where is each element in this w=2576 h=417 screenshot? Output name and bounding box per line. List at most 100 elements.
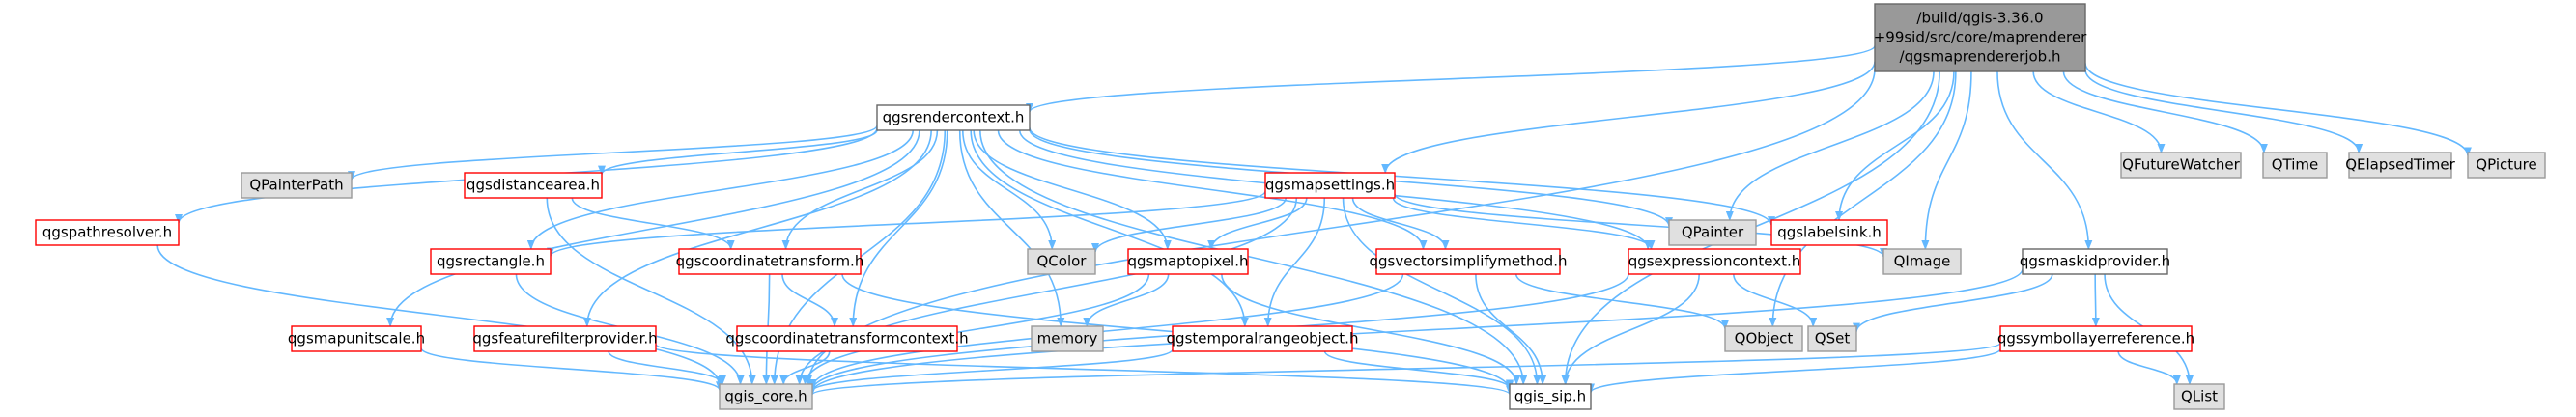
edge-maskidprovider-to-symbollayerref <box>2091 273 2100 327</box>
node-box-qelapsedtimer <box>2348 152 2452 179</box>
node-root[interactable]: /build/qgis-3.36.0 +99sid/src/core/mapren… <box>1874 3 2087 72</box>
node-label-qimage: QImage <box>1894 253 1951 270</box>
node-vectorsimplify[interactable]: qgsvectorsimplifymethod.h <box>1370 248 1568 275</box>
edge-expressioncontext-to-qgissip <box>1561 273 1701 385</box>
node-box-symbollayerref <box>1999 325 2193 352</box>
node-label-vectorsimplify: qgsvectorsimplifymethod.h <box>1370 253 1568 270</box>
node-symbollayerref[interactable]: qgssymbollayerreference.h <box>1997 325 2194 352</box>
edge-root-to-qimage <box>1921 70 1972 250</box>
node-box-qpainterpath <box>241 172 353 199</box>
node-qelapsedtimer: QElapsedTimer <box>2345 152 2456 179</box>
edge-symbollayerref-to-qlist <box>2117 350 2181 385</box>
node-box-qobject <box>1724 325 1803 352</box>
node-box-coordtransformcontext <box>736 325 958 352</box>
node-qgissip[interactable]: qgis_sip.h <box>1509 383 1592 410</box>
node-label-qgissip: qgis_sip.h <box>1514 388 1586 406</box>
node-maptopixel[interactable]: qgsmaptopixel.h <box>1127 248 1249 275</box>
edge-vectorsimplify-to-qgiscore <box>808 273 1404 389</box>
edge-mapsettings-to-maptopixel <box>1207 197 1308 250</box>
node-box-expressioncontext <box>1628 248 1801 275</box>
node-box-qpicture <box>2467 152 2546 179</box>
node-label-qpainterpath: QPainterPath <box>249 177 343 194</box>
edge-rendercontext-to-qgissip <box>979 129 1528 385</box>
node-featurefilter[interactable]: qgsfeaturefilterprovider.h <box>472 325 658 352</box>
node-box-distancearea <box>464 172 603 199</box>
node-mapsettings[interactable]: qgsmapsettings.h <box>1264 172 1396 199</box>
node-box-pathresolver <box>35 219 180 246</box>
node-box-maskidprovider <box>2022 248 2168 275</box>
edge-temporalrange-to-qgiscore <box>808 348 1174 393</box>
node-memory: memory <box>1031 325 1104 352</box>
node-coordtransform[interactable]: qgscoordinatetransform.h <box>676 248 864 275</box>
node-label-expressioncontext: qgsexpressioncontext.h <box>1628 253 1801 270</box>
edge-root-to-rendercontext <box>1026 44 1876 113</box>
node-qobject: QObject <box>1724 325 1803 352</box>
node-box-memory <box>1031 325 1104 352</box>
node-box-qfuturewatcher <box>2120 152 2242 179</box>
edge-root-to-mapsettings <box>1381 61 1876 174</box>
edge-coordtransformcontext-to-qgiscore <box>779 350 831 385</box>
node-distancearea[interactable]: qgsdistancearea.h <box>464 172 603 199</box>
edge-rendercontext-to-coordtransformcontext <box>849 129 948 327</box>
edge-mapsettings-to-qcolor <box>1091 197 1288 254</box>
node-mapunitscale[interactable]: qgsmapunitscale.h <box>288 325 425 352</box>
edge-root-to-qelapsedtimer <box>2084 69 2364 153</box>
edge-rendercontext-to-rectangle <box>526 129 915 250</box>
node-label-maptopixel: qgsmaptopixel.h <box>1127 253 1248 270</box>
edge-rendercontext-to-distancearea <box>598 129 878 176</box>
edge-maskidprovider-to-qgiscore <box>808 268 2024 394</box>
node-box-temporalrange <box>1172 325 1353 352</box>
node-label-labelsink: qgslabelsink.h <box>1777 224 1882 241</box>
edge-featurefilter-to-qgissip <box>655 343 1514 396</box>
node-label-qpicture: QPicture <box>2476 156 2536 174</box>
node-label-qgiscore: qgis_core.h <box>724 388 807 406</box>
node-box-coordtransform <box>678 248 862 275</box>
node-qlist: QList <box>2173 383 2225 410</box>
edge-mapsettings-to-qgissip <box>1342 197 1542 385</box>
node-qpicture: QPicture <box>2467 152 2546 179</box>
node-expressioncontext[interactable]: qgsexpressioncontext.h <box>1628 248 1801 275</box>
edge-rendercontext-to-temporalrange <box>970 129 1249 327</box>
node-qpainterpath: QPainterPath <box>241 172 353 199</box>
node-box-qgiscore <box>719 383 813 410</box>
edge-root-to-qobject <box>1769 70 1957 327</box>
edge-expressioncontext-to-qset <box>1733 273 1818 327</box>
node-coordtransformcontext[interactable]: qgscoordinatetransformcontext.h <box>725 325 969 352</box>
edge-symbollayerref-to-qgiscore <box>808 342 2001 396</box>
node-label-root: +99sid/src/core/maprenderer <box>1874 29 2087 46</box>
node-label-qlist: QList <box>2181 388 2218 405</box>
edge-vectorsimplify-to-qobject <box>1514 273 1729 330</box>
node-box-qimage <box>1882 248 1962 275</box>
edge-rendercontext-to-memory <box>958 129 1065 327</box>
node-labelsink[interactable]: qgslabelsink.h <box>1770 219 1888 246</box>
node-qgiscore: qgis_core.h <box>719 383 813 410</box>
node-label-root: /qgsmaprendererjob.h <box>1900 48 2061 66</box>
node-rectangle[interactable]: qgsrectangle.h <box>430 248 552 275</box>
edge-rendercontext-to-maptopixel <box>973 129 1172 250</box>
node-rendercontext[interactable]: qgsrendercontext.h <box>876 104 1031 131</box>
node-box-mapunitscale <box>291 325 422 352</box>
edge-temporalrange-to-qgissip <box>1323 350 1514 390</box>
edge-root-to-qpainter <box>1725 70 1935 221</box>
node-label-mapunitscale: qgsmapunitscale.h <box>288 330 425 348</box>
node-qimage: QImage <box>1882 248 1962 275</box>
node-box-vectorsimplify <box>1375 248 1561 275</box>
node-box-qgissip <box>1509 383 1592 410</box>
node-label-maskidprovider: qgsmaskidprovider.h <box>2020 253 2170 270</box>
edge-rendercontext-to-qpainterpath <box>348 125 878 181</box>
edge-coordtransform-to-coordtransformcontext <box>781 273 838 327</box>
edge-layer <box>156 44 2472 396</box>
edge-root-to-qpicture <box>2084 63 2472 157</box>
node-pathresolver[interactable]: qgspathresolver.h <box>35 219 180 246</box>
node-label-root: /build/qgis-3.36.0 <box>1916 10 2043 27</box>
node-label-qpainter: QPainter <box>1682 224 1744 241</box>
edge-mapsettings-to-rectangle <box>547 190 1266 258</box>
edge-rendercontext-to-mapunitscale <box>386 129 920 327</box>
node-maskidprovider[interactable]: qgsmaskidprovider.h <box>2020 248 2170 275</box>
edge-vectorsimplify-to-qgissip <box>1475 273 1547 385</box>
node-temporalrange[interactable]: qgstemporalrangeobject.h <box>1167 325 1359 352</box>
edge-root-to-maskidprovider <box>1996 70 2093 250</box>
node-label-qtime: QTime <box>2272 156 2319 174</box>
node-box-qset <box>1807 325 1857 352</box>
node-label-mapsettings: qgsmapsettings.h <box>1265 177 1395 194</box>
